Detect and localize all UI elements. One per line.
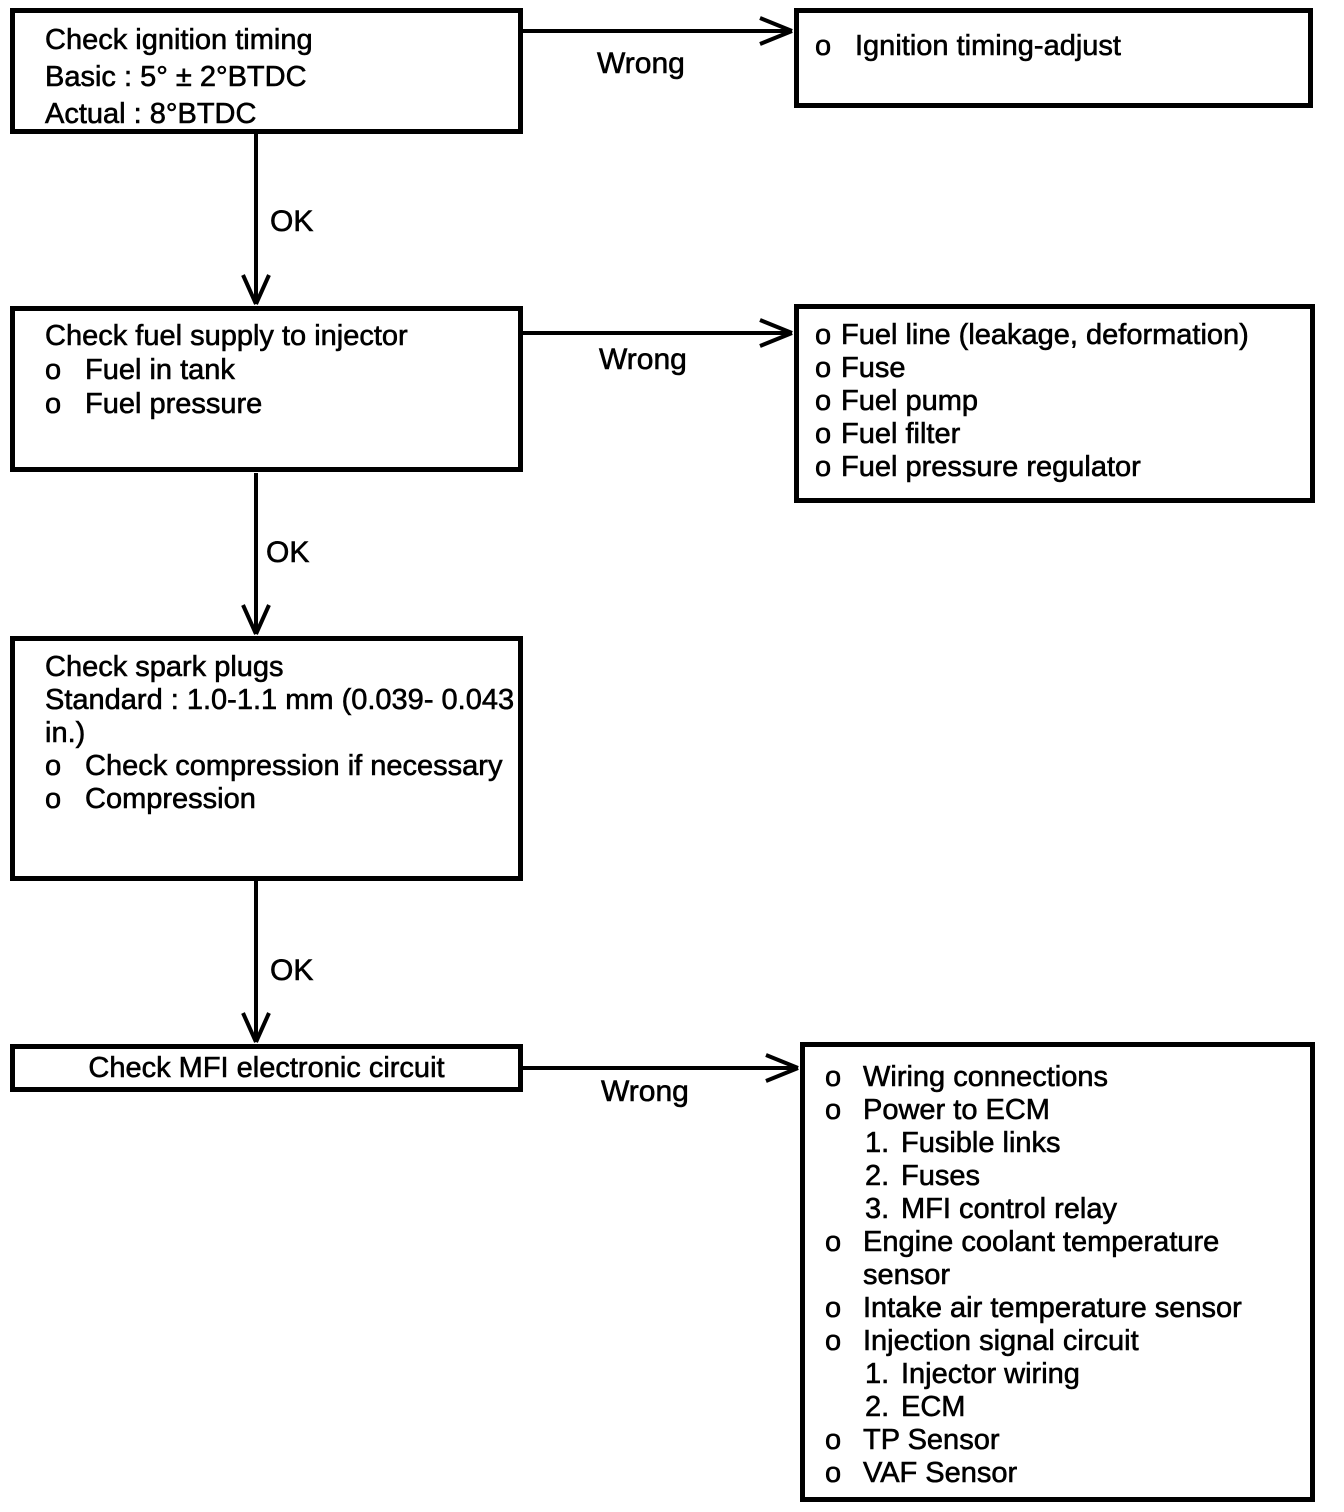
bullet-marker: o <box>45 750 62 783</box>
list-item: o Engine coolant temperature sensor <box>825 1226 1302 1292</box>
bullet-marker: o <box>45 354 62 387</box>
bullet-marker: o <box>45 783 62 816</box>
list-item-text: Check compression if necessary <box>85 750 503 783</box>
list-item-text: Fusible links <box>901 1127 1061 1160</box>
arrow-fuel-wrong <box>523 318 793 348</box>
node-ignition-timing-adjust: o Ignition timing-adjust <box>794 8 1313 108</box>
spec-basic: Basic : 5° ± 2°BTDC <box>45 61 307 94</box>
bullet-marker: o <box>825 1424 842 1457</box>
number-marker: 3. <box>865 1193 890 1226</box>
list-item: o Fuel filter <box>815 418 1304 451</box>
list-item: 1. Fusible links <box>865 1127 1302 1160</box>
arrow-ignition-ok <box>241 134 271 305</box>
bullet-marker: o <box>815 418 832 451</box>
list-item-text: Wiring connections <box>863 1061 1109 1094</box>
bullet-marker: o <box>815 451 832 484</box>
list-item-text: Fuel pump <box>841 385 979 418</box>
wrong-label: Wrong <box>599 343 687 376</box>
list-item-text: Injector wiring <box>901 1358 1081 1391</box>
ok-label: OK <box>270 954 314 987</box>
node-check-fuel-supply: Check fuel supply to injector o Fuel in t… <box>10 306 523 472</box>
number-marker: 2. <box>865 1391 890 1424</box>
list-item: o Intake air temperature sensor <box>825 1292 1302 1325</box>
list-item-text: TP Sensor <box>863 1424 1000 1457</box>
ok-label: OK <box>270 205 314 238</box>
list-item-text: Intake air temperature sensor <box>863 1292 1242 1325</box>
wrong-label: Wrong <box>601 1075 689 1108</box>
list-item-text: Fuel pressure regulator <box>841 451 1141 484</box>
list-item: o Ignition timing-adjust <box>815 29 1300 63</box>
list-item-text: ECM <box>901 1391 966 1424</box>
bullet-marker: o <box>815 352 832 385</box>
number-marker: 1. <box>865 1127 890 1160</box>
list-item: o Power to ECM <box>825 1094 1302 1127</box>
node-title: Check fuel supply to injector <box>45 320 408 353</box>
list-item-text: Compression <box>85 783 256 816</box>
spec-actual: Actual : 8°BTDC <box>45 98 257 131</box>
list-item: 2. ECM <box>865 1391 1302 1424</box>
node-title: Check ignition timing <box>45 24 313 57</box>
node-check-mfi-circuit: Check MFI electronic circuit <box>10 1044 523 1092</box>
bullet-marker: o <box>825 1061 842 1094</box>
list-item-text: VAF Sensor <box>863 1457 1018 1490</box>
cause-list: o Ignition timing-adjust <box>815 29 1300 63</box>
bullet-marker: o <box>825 1226 842 1259</box>
bullet-marker: o <box>815 385 832 418</box>
list-item: o Check compression if necessary <box>45 750 512 783</box>
list-item: o Fuel pump <box>815 385 1304 418</box>
list-item-text: Fuel line (leakage, deformation) <box>841 319 1249 352</box>
list-item: o Compression <box>45 783 512 816</box>
list-item: o Fuel pressure <box>45 387 510 421</box>
number-marker: 1. <box>865 1358 890 1391</box>
list-item: o Fuse <box>815 352 1304 385</box>
list-item-text: Fuse <box>841 352 906 385</box>
list-item: o Fuel pressure regulator <box>815 451 1304 484</box>
spec-standard-wrap: in.) <box>45 717 86 750</box>
bullet-marker: o <box>815 319 832 352</box>
ok-label: OK <box>266 536 310 569</box>
arrow-mfi-wrong <box>523 1053 799 1083</box>
list-item-text: Power to ECM <box>863 1094 1051 1127</box>
list-item-text: Fuel filter <box>841 418 961 451</box>
list-item-text: Fuel pressure <box>85 388 263 421</box>
list-item-text: MFI control relay <box>901 1193 1118 1226</box>
bullet-marker: o <box>825 1325 842 1358</box>
list-item: o Wiring connections <box>825 1061 1302 1094</box>
arrow-spark-ok <box>241 881 271 1043</box>
wrong-label: Wrong <box>597 47 685 80</box>
list-item: 1. Injector wiring <box>865 1358 1302 1391</box>
bullet-marker: o <box>45 388 62 421</box>
bullet-marker: o <box>825 1292 842 1325</box>
bullet-marker: o <box>815 30 832 63</box>
list-item: o VAF Sensor <box>825 1457 1302 1490</box>
node-check-spark-plugs: Check spark plugs Standard : 1.0-1.1 mm … <box>10 636 523 881</box>
node-check-ignition-timing: Check ignition timing Basic : 5° ± 2°BTD… <box>10 8 523 134</box>
number-marker: 2. <box>865 1160 890 1193</box>
arrow-fuel-ok <box>241 473 271 635</box>
list-item: o Fuel line (leakage, deformation) <box>815 319 1304 352</box>
list-item-text: Engine coolant temperature sensor <box>863 1226 1220 1292</box>
list-item-text: Fuses <box>901 1160 981 1193</box>
bullet-marker: o <box>825 1094 842 1127</box>
list-item: 2. Fuses <box>865 1160 1302 1193</box>
list-item: o Fuel in tank <box>45 353 510 387</box>
list-item: o TP Sensor <box>825 1424 1302 1457</box>
node-title: Check MFI electronic circuit <box>88 1052 445 1085</box>
arrow-ignition-wrong <box>523 16 793 46</box>
list-item-text: Fuel in tank <box>85 354 236 387</box>
bullet-marker: o <box>825 1457 842 1490</box>
list-item: 3. MFI control relay <box>865 1193 1302 1226</box>
list-item-text: Ignition timing-adjust <box>855 30 1122 63</box>
node-title: Check spark plugs <box>45 651 284 684</box>
list-item-text: Injection signal circuit <box>863 1325 1139 1358</box>
spec-standard: Standard : 1.0-1.1 mm (0.039- 0.043 <box>45 684 515 717</box>
list-item: o Injection signal circuit <box>825 1325 1302 1358</box>
